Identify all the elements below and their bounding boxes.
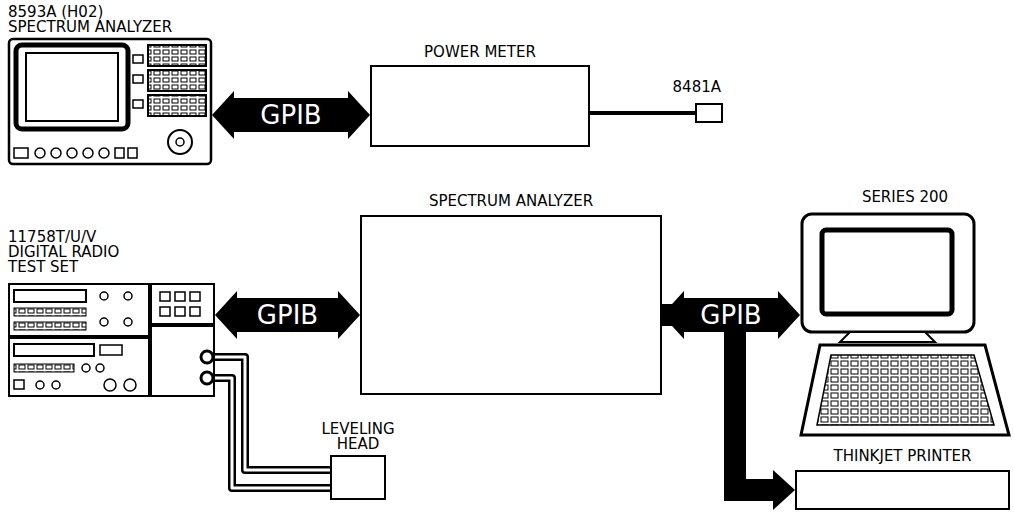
analyzer-8593a-art-part	[67, 148, 77, 158]
test-set-11758-art-part	[14, 364, 74, 372]
node-heading: 8481A	[673, 80, 721, 95]
node-heading: SPECTRUM ANALYZER	[429, 194, 593, 209]
instrument-illustration: 11758T/U/V DIGITAL RADIO TEST SET	[8, 283, 215, 397]
sensor-box: 8481A	[695, 103, 723, 123]
node-heading: 11758T/U/V DIGITAL RADIO TEST SET	[8, 230, 158, 275]
test-set-11758-art-part	[9, 338, 149, 396]
equipment-box: SPECTRUM ANALYZER	[360, 215, 662, 395]
analyzer-8593a-art-part	[115, 148, 124, 158]
test-set-11758-art	[9, 284, 214, 396]
analyzer-8593a-art-part	[133, 75, 143, 83]
cable-core	[215, 378, 330, 488]
node-heading: LEVELING HEAD	[313, 422, 403, 452]
analyzer-8593a-art-part	[51, 148, 61, 158]
test-set-11758-art-part	[100, 292, 108, 300]
test-set-11758-art-part	[151, 326, 214, 396]
test-set-11758-art-part	[14, 308, 86, 316]
test-set-11758-art-part	[96, 364, 104, 372]
printer-box: THINKJET PRINTER	[795, 470, 1010, 510]
analyzer-8593a-art-part	[168, 130, 192, 154]
node-heading: SERIES 200	[862, 190, 948, 205]
equipment-box: LEVELING HEAD	[330, 455, 386, 500]
instrument-illustration: 8593A (H02) SPECTRUM ANALYZER	[8, 38, 212, 165]
test-set-11758-art-part	[100, 345, 122, 355]
analyzer-8593a-art-part	[99, 148, 109, 158]
test-set-11758-art-part	[124, 292, 132, 300]
sensor-cable	[590, 111, 695, 115]
test-set-11758-art-part	[52, 381, 60, 389]
test-set-11758-art-part	[201, 372, 213, 384]
analyzer-8593a-art-part	[133, 100, 143, 108]
analyzer-8593a-art	[9, 39, 211, 164]
bus-label: GPIB	[257, 302, 318, 328]
test-set-11758-art-part	[190, 307, 200, 316]
test-set-11758-art-part	[151, 284, 214, 324]
analyzer-8593a-art-part	[148, 70, 206, 91]
analyzer-8593a-art-part	[148, 95, 206, 116]
test-set-11758-art-part	[14, 322, 86, 330]
analyzer-8593a-art-part	[9, 39, 211, 164]
analyzer-8593a-art-part	[16, 45, 128, 129]
computer-art-part	[801, 345, 1009, 435]
computer-art-part	[822, 230, 952, 314]
analyzer-8593a-art-part	[14, 148, 28, 158]
test-set-11758-art-part	[190, 292, 200, 301]
test-set-11758-art-part	[175, 307, 185, 316]
test-set-11758-art-part	[100, 318, 108, 326]
computer-illustration: SERIES 200	[800, 213, 1010, 436]
computer-art-part	[802, 214, 974, 332]
test-set-11758-art-part	[9, 284, 149, 336]
node-heading: POWER METER	[424, 45, 536, 60]
gpib-bus-arrow	[215, 291, 360, 339]
test-set-11758-art-part	[124, 318, 132, 326]
bus-label: GPIB	[260, 102, 321, 128]
analyzer-8593a-art-part	[148, 45, 206, 66]
equipment-box: POWER METER	[370, 65, 590, 147]
analyzer-8593a-art-part	[35, 148, 45, 158]
bus-label: GPIB	[700, 302, 761, 328]
test-set-11758-art-part	[104, 379, 116, 391]
test-set-11758-art-part	[175, 292, 185, 301]
computer-art-part	[817, 355, 994, 425]
analyzer-8593a-art-part	[128, 148, 137, 158]
gpib-branch	[662, 315, 775, 490]
node-heading: THINKJET PRINTER	[834, 449, 972, 464]
test-set-11758-art-part	[14, 380, 24, 389]
cable-outer	[215, 378, 330, 488]
test-set-11758-art-part	[160, 292, 170, 301]
cable	[590, 113, 695, 114]
test-set-11758-art-part	[160, 307, 170, 316]
gpib-bus-arrow	[212, 91, 370, 139]
test-set-11758-art-part	[201, 351, 213, 363]
cable	[215, 378, 330, 488]
computer-art-part	[840, 332, 935, 342]
analyzer-8593a-art-part	[176, 138, 184, 146]
test-set-11758-art-part	[14, 290, 86, 302]
gpib-bus-arrow	[662, 315, 795, 510]
analyzer-8593a-art-part	[133, 55, 143, 63]
gpib-bus-arrow	[215, 291, 360, 339]
test-set-11758-art-part	[124, 379, 136, 391]
analyzer-8593a-art-part	[83, 148, 93, 158]
gpib-bus-arrow	[212, 91, 370, 139]
test-set-11758-art-part	[14, 344, 94, 356]
node-heading: 8593A (H02) SPECTRUM ANALYZER	[8, 5, 173, 35]
test-set-11758-art-part	[82, 364, 90, 372]
analyzer-8593a-art-part	[26, 53, 118, 121]
computer-art	[801, 214, 1009, 435]
test-set-11758-art-part	[36, 381, 44, 389]
arrow-head	[773, 470, 795, 510]
